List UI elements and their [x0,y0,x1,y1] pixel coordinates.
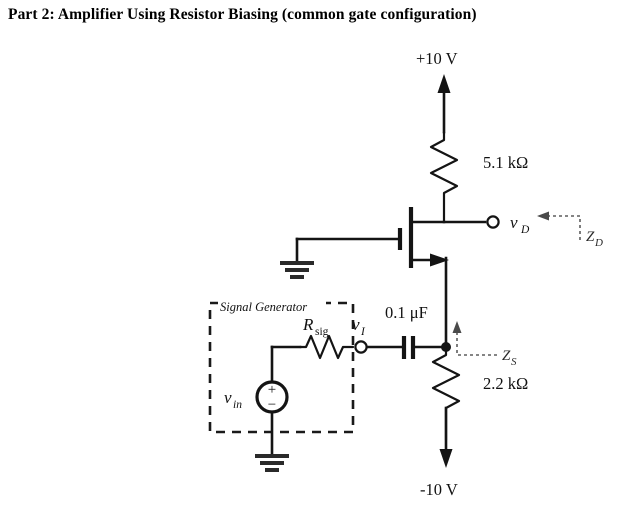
input-terminal[interactable]: v I [352,315,368,354]
drain-resistor-zigzag [429,130,459,224]
zd-label: Z [586,229,595,245]
zd-label-subscript: D [594,237,603,249]
capacitor-label: 0.1 μF [385,303,428,322]
rsig-zigzag [298,334,355,360]
negative-rail-arrowhead [439,449,453,468]
source-resistor-zigzag [431,345,461,442]
vin-minus-sign: − [268,397,276,413]
zs-impedance-marker: Z S [452,321,517,368]
rsig-label: R [302,315,314,334]
input-node-label: v [352,315,360,334]
zd-arrowhead [537,211,549,221]
mosfet-transistor [295,207,449,349]
signal-generator-internals: R sig + − v in [224,315,355,457]
coupling-capacitor: 0.1 μF [365,303,448,359]
positive-rail-arrowhead [437,74,451,93]
zs-label: Z [502,348,511,364]
vin-label-subscript: in [233,399,242,411]
negative-supply-rail: -10 V [420,406,458,499]
positive-supply-label: +10 V [416,49,458,68]
source-resistor: 2.2 kΩ [431,345,528,442]
gate-ground-symbol [280,237,314,279]
mosfet-source-arrowhead [430,253,449,267]
drain-node-label: v [510,213,518,232]
zd-impedance-marker: Z D [537,211,603,249]
signal-generator-ground-symbol [255,454,289,472]
drain-terminal-circle[interactable] [486,215,500,229]
signal-generator-label: Signal Generator [220,300,307,314]
signal-generator-box [208,301,355,434]
page-title: Part 2: Amplifier Using Resistor Biasing… [8,6,477,23]
zs-dashed-path [456,332,497,356]
drain-node-label-subscript: D [520,224,530,236]
rsig-label-subscript: sig [315,326,329,338]
vin-plus-sign: + [268,382,276,398]
negative-supply-label: -10 V [420,480,458,499]
signal-generator-label-backdrop [218,296,326,312]
drain-output-terminal[interactable]: v D [442,213,530,236]
zs-arrowhead [452,321,462,333]
zs-label-subscript: S [511,356,517,368]
drain-resistor-label: 5.1 kΩ [483,153,528,172]
input-terminal-circle[interactable] [354,340,368,354]
signal-generator-enclosure: Signal Generator [208,296,355,434]
source-resistor-label: 2.2 kΩ [483,374,528,393]
vin-label: v [224,388,232,407]
zd-dashed-path [547,215,581,243]
drain-resistor: 5.1 kΩ [429,130,528,224]
input-node-label-subscript: I [360,326,366,338]
positive-supply-rail: +10 V [416,49,458,134]
